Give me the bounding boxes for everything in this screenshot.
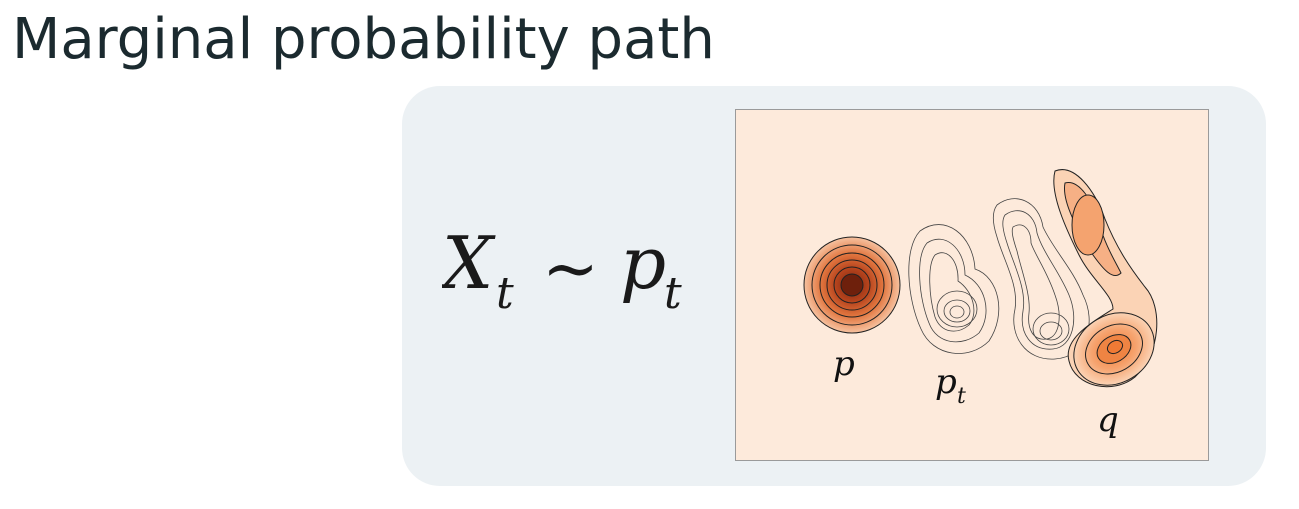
intermediate-density-2 — [992, 198, 1090, 360]
formula: X t ~ p t — [442, 221, 682, 319]
formula-p: p — [620, 221, 666, 305]
label-source-p: p — [833, 344, 855, 384]
source-density — [803, 236, 901, 334]
formula-p-subscript: t — [664, 268, 682, 319]
label-target-q: q — [1097, 400, 1119, 440]
slide-title: Marginal probability path — [12, 7, 715, 72]
formula-x: X — [442, 221, 496, 305]
probability-path-figure: p p t q — [735, 109, 1209, 461]
formula-relation: ~ — [542, 230, 599, 309]
formula-x-subscript: t — [496, 268, 514, 319]
intermediate-density-1 — [908, 224, 1000, 354]
label-intermediate-p: p — [935, 362, 957, 402]
label-intermediate-subscript: t — [957, 384, 966, 409]
target-density — [1053, 169, 1158, 388]
target-upper-mode — [1071, 194, 1105, 256]
